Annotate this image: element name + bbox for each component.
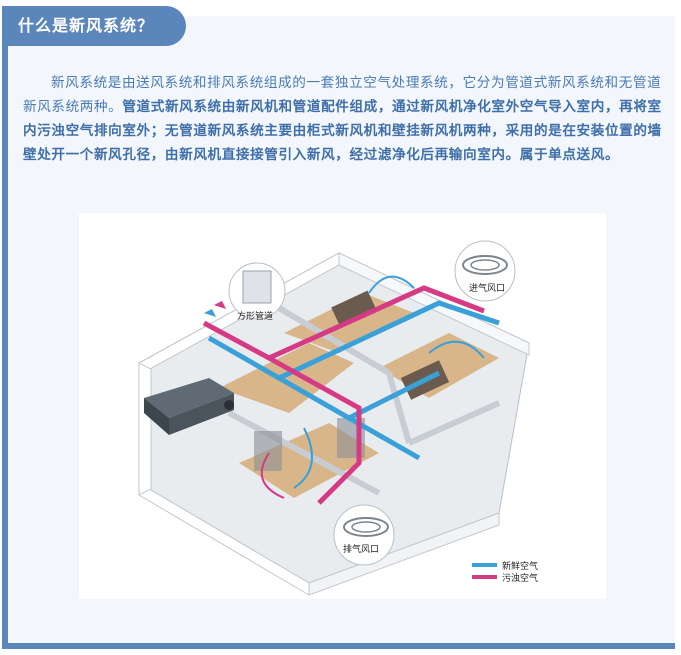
intro-paragraph: 新风系统是由送风系统和排风系统组成的一套独立空气处理系统，它分为管道式新风系统和… bbox=[23, 71, 665, 167]
house-floorplan-drawing bbox=[138, 240, 530, 596]
legend-fresh-label: 新鲜空气 bbox=[502, 562, 539, 572]
inlet-vent-label: 进气风口 bbox=[469, 284, 506, 294]
fresh-air-system-illustration: 方形管道 进气风口 排气风口 新鲜空气 污浊空气 bbox=[79, 213, 606, 599]
intro-text: 新风系统是由送风系统和排风系统组成的一套独立空气处理系统，它分为管道式新风系统和… bbox=[23, 75, 662, 115]
legend-stale-label: 污浊空气 bbox=[502, 574, 539, 584]
section-title: 什么是新风系统？ bbox=[18, 16, 155, 35]
intro-text-bold: 管道式新风系统由新风机和管道配件组成，通过新风机净化室外空气导入室内，再将室内污… bbox=[23, 99, 662, 163]
outlet-vent-label: 排气风口 bbox=[343, 545, 380, 555]
section-title-tab: 什么是新风系统？ bbox=[2, 6, 186, 46]
square-duct-label: 方形管道 bbox=[237, 312, 274, 322]
